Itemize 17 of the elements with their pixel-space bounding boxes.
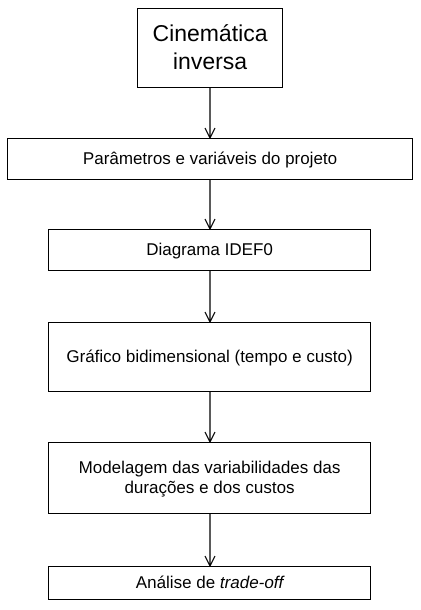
process-box — [48, 442, 371, 514]
arrow — [204, 514, 216, 567]
box-label: Análise de trade-off — [136, 572, 284, 594]
process-box — [137, 8, 283, 88]
arrow — [204, 392, 216, 443]
box-label: Gráfico bidimensional (tempo e custo) — [66, 346, 353, 368]
arrow — [204, 271, 216, 323]
process-box — [48, 322, 371, 392]
process-box — [48, 566, 371, 600]
box-label: Parâmetros e variáveis do projeto — [82, 148, 338, 170]
box-label: Modelagem das variabilidades das durações e dos custos — [78, 458, 342, 498]
process-box — [48, 229, 371, 271]
box-label: Cinemática inversa — [151, 20, 269, 76]
box-label: Diagrama IDEF0 — [146, 240, 273, 260]
arrow — [204, 88, 216, 139]
process-box — [7, 138, 413, 180]
arrow — [204, 180, 216, 230]
